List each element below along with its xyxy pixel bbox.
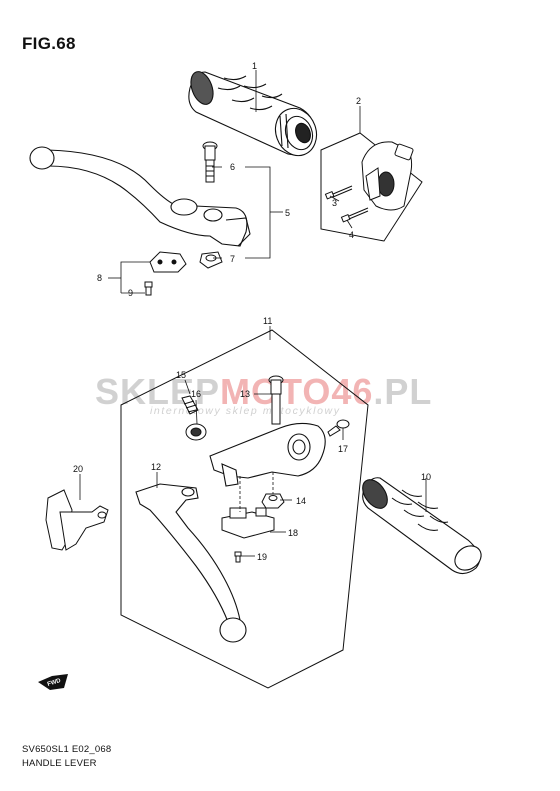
screw-4-drawing <box>340 207 369 223</box>
figure-name: HANDLE LEVER <box>22 758 97 769</box>
leader-lines <box>79 70 427 557</box>
screw-9-drawing <box>144 281 153 296</box>
callout-15: 15 <box>176 370 186 380</box>
brake-switch-drawing <box>149 251 187 273</box>
callout-18: 18 <box>288 528 298 538</box>
nut-7-drawing <box>199 251 223 269</box>
screw-19-drawing <box>234 551 242 563</box>
callout-14: 14 <box>296 496 306 506</box>
switch-housing-drawing <box>320 132 423 242</box>
left-grip-drawing <box>362 477 482 575</box>
nut-14-drawing <box>261 493 285 509</box>
clutch-assembly-outline <box>120 329 369 689</box>
figure-code: SV650SL1 E02_068 <box>22 744 112 755</box>
callout-13: 13 <box>240 389 250 399</box>
pivot-bolt-drawing <box>202 141 218 183</box>
watermark-part2: MOTO46 <box>220 371 373 412</box>
callout-5: 5 <box>285 208 290 218</box>
throttle-grip-drawing <box>188 71 318 157</box>
callout-20: 20 <box>73 464 83 474</box>
spring-15-drawing <box>181 395 199 415</box>
clutch-perch-drawing <box>209 422 326 487</box>
callout-10: 10 <box>421 472 431 482</box>
brake-lever-drawing <box>29 146 251 247</box>
callout-11: 11 <box>263 316 272 326</box>
clutch-switch-drawing <box>221 507 275 539</box>
callout-1: 1 <box>252 61 257 71</box>
watermark-subtitle: internetowy sklep motocyklowy <box>150 405 341 417</box>
watermark-part1: SKLEP <box>95 371 220 412</box>
adjuster-16-drawing <box>185 423 207 441</box>
callout-2: 2 <box>356 96 361 106</box>
callout-12: 12 <box>151 462 161 472</box>
callout-4: 4 <box>349 230 354 240</box>
screw-17-drawing <box>327 419 350 437</box>
forward-direction-marker: FWD <box>38 674 68 690</box>
callout-6: 6 <box>230 162 235 172</box>
callout-labels: 1 2 3 4 5 6 7 8 9 10 11 12 13 14 15 16 1… <box>73 61 431 562</box>
callout-3: 3 <box>332 198 337 208</box>
screw-3-drawing <box>324 185 353 200</box>
svg-text:SKLEPMOTO46.PL: SKLEPMOTO46.PL <box>95 371 432 412</box>
part-20-drawing <box>45 489 109 551</box>
watermark-part3: .PL <box>373 371 432 412</box>
callout-8: 8 <box>97 273 102 283</box>
clutch-lever-drawing <box>135 483 247 643</box>
callout-9: 9 <box>128 288 133 298</box>
callout-19: 19 <box>257 552 267 562</box>
figure-title: FIG.68 <box>22 34 76 53</box>
callout-17: 17 <box>338 444 348 454</box>
callout-16: 16 <box>191 389 201 399</box>
bolt-13-drawing <box>268 375 284 425</box>
fwd-label: FWD <box>47 678 62 688</box>
callout-7: 7 <box>230 254 235 264</box>
